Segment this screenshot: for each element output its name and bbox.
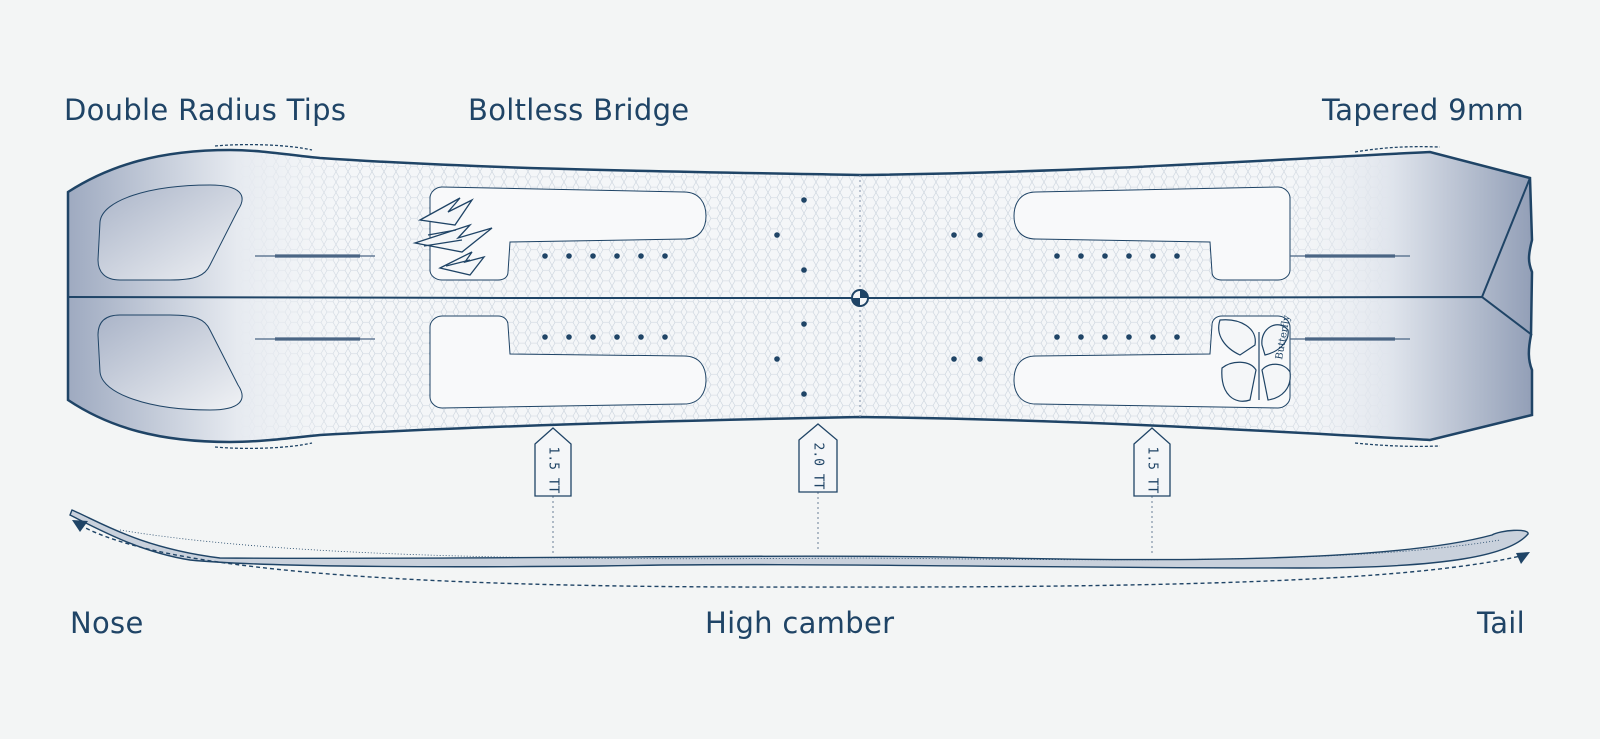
- flame-logo-icon: [412, 197, 493, 276]
- high-camber-label: High camber: [705, 606, 895, 640]
- split-seam: [67, 295, 1533, 336]
- camber-tag-1: 1.5 TT: [534, 427, 572, 556]
- sidecut-marks: [255, 254, 1410, 341]
- camber-tag-3: 1.5 TT: [1133, 427, 1171, 556]
- camber-tag-1-text: 1.5 TT: [546, 447, 561, 494]
- butterfly-logo-icon: [1218, 319, 1291, 402]
- nose-inlay-bottom: [97, 314, 243, 411]
- center-mark-icon: [851, 289, 869, 307]
- camber-tag-3-text: 1.5 TT: [1145, 447, 1160, 494]
- nose-inlay-top: [97, 184, 243, 281]
- nose-label: Nose: [70, 606, 144, 640]
- side-profile: [69, 509, 1529, 569]
- camber-tag-2-text: 2.0 TT: [811, 443, 826, 490]
- boltless-bridge-label: Boltless Bridge: [468, 93, 690, 127]
- tail-label: Tail: [1477, 606, 1525, 640]
- tip-dashes: [214, 143, 1441, 450]
- tapered-label: Tapered 9mm: [1322, 93, 1524, 127]
- camber-tag-2: 2.0 TT: [798, 423, 838, 552]
- double-radius-tips-label: Double Radius Tips: [64, 93, 347, 127]
- camber-arrow: [72, 520, 1530, 588]
- insert-holes: [542, 197, 1180, 397]
- board-body: [66, 148, 1534, 444]
